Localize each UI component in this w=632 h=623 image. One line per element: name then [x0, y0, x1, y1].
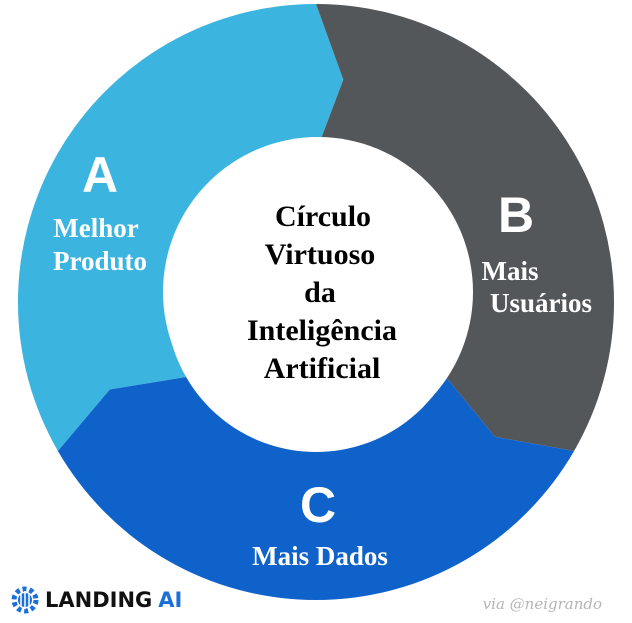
letter-c: C	[300, 477, 336, 533]
center-line-1: Círculo	[275, 200, 371, 233]
center-line-3: da	[304, 276, 336, 309]
letter-b: B	[498, 187, 534, 243]
credit-text: via @neigrando	[482, 595, 602, 613]
letter-a: A	[82, 147, 118, 203]
center-circle	[163, 137, 473, 447]
center-line-2: Virtuoso	[265, 238, 376, 271]
label-b-line2: Usuários	[490, 288, 592, 318]
segment-b	[316, 3, 615, 451]
logo-text: LANDING	[45, 588, 153, 612]
label-b-line1: Mais	[482, 256, 539, 286]
center-line-5: Artificial	[264, 352, 381, 385]
label-a-line2: Produto	[53, 246, 147, 276]
gear-circuit-icon	[11, 586, 39, 614]
segment-c	[57, 377, 575, 601]
logo-accent: AI	[158, 588, 183, 612]
label-a-line1: Melhor	[53, 213, 138, 243]
label-c: Mais Dados	[252, 541, 388, 571]
center-line-4: Inteligência	[247, 314, 397, 347]
